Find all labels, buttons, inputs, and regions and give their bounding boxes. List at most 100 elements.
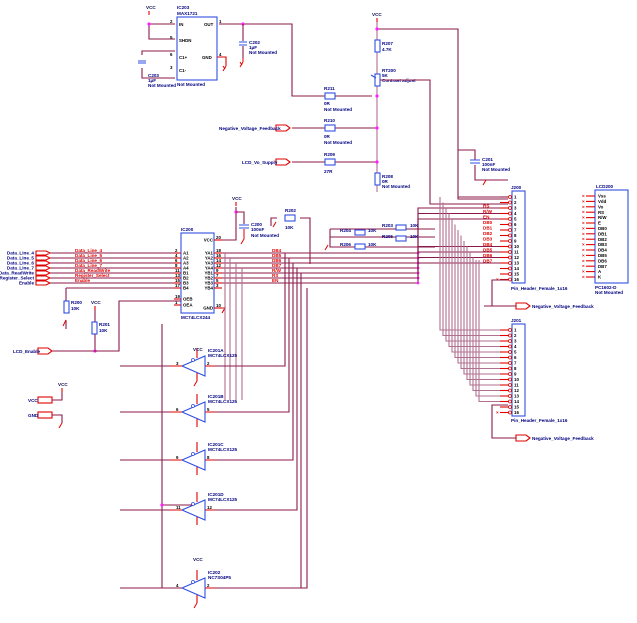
header-pin-number: 6 [514, 355, 517, 360]
header-pin-number: 15 [514, 272, 519, 277]
svg-text:GND: GND [202, 55, 212, 60]
header-pin-number: 4 [514, 344, 517, 349]
lcd-pin-name: DB1 [598, 231, 607, 236]
svg-text:×: × [582, 204, 585, 209]
svg-text:VCC: VCC [58, 382, 68, 387]
svg-text:R201: R201 [99, 322, 110, 327]
svg-text:9: 9 [216, 268, 219, 273]
input-port-4[interactable] [35, 265, 52, 271]
input-port-7[interactable] [35, 280, 52, 286]
lcd-vo-supply-port[interactable] [275, 158, 291, 166]
header-pin-number: 16 [514, 410, 519, 415]
svg-text:VCC: VCC [204, 238, 214, 243]
gnd-port[interactable] [37, 411, 53, 419]
svg-text:×: × [582, 215, 585, 220]
svg-text:R204: R204 [340, 228, 351, 233]
header-pin-number: 8 [514, 233, 517, 238]
svg-text:4: 4 [175, 253, 178, 258]
svg-text:Not Mounted: Not Mounted [249, 50, 277, 55]
svg-text:NC7S04P5: NC7S04P5 [208, 575, 231, 580]
svg-text:C1+: C1+ [179, 55, 188, 60]
output-net-label: DB6 [272, 258, 282, 263]
input-port-2[interactable] [35, 255, 52, 261]
svg-text:Pin_Header_Female_1x16: Pin_Header_Female_1x16 [511, 286, 568, 291]
svg-text:YA4: YA4 [205, 266, 214, 271]
r208-resistor [374, 172, 381, 186]
header-pin-number: 4 [514, 211, 517, 216]
negative-voltage-feedback-port[interactable] [275, 124, 291, 132]
svg-text:C203: C203 [148, 73, 159, 78]
svg-text:VCC: VCC [28, 398, 38, 403]
svg-text:LCD_Vo_Supply: LCD_Vo_Supply [242, 160, 278, 165]
svg-text:100nF: 100nF [251, 227, 264, 232]
input-port-label: Register_Select [0, 276, 34, 281]
svg-text:18: 18 [216, 248, 221, 253]
input-port-5[interactable] [35, 270, 52, 276]
svg-text:R209: R209 [324, 152, 335, 157]
input-net-label: Enable [75, 278, 91, 283]
input-net-label: Data_Line_7 [75, 263, 103, 268]
ic203-ref: IC203 [177, 5, 190, 10]
input-net-label: Data_ReadWrite [75, 268, 111, 273]
svg-text:C201: C201 [482, 157, 493, 162]
svg-text:14: 14 [216, 258, 221, 263]
svg-text:3: 3 [176, 361, 179, 366]
svg-text:20: 20 [216, 235, 221, 240]
r203-resistor [395, 224, 407, 231]
svg-text:10K: 10K [410, 234, 419, 239]
svg-text:27R: 27R [324, 169, 333, 174]
j201-body [511, 323, 526, 417]
negative-voltage-feedback-port-j201[interactable] [515, 434, 531, 442]
input-port-1[interactable] [35, 250, 52, 256]
output-net-label: DB7 [272, 263, 282, 268]
svg-text:R208: R208 [382, 174, 393, 179]
svg-text:×: × [582, 242, 585, 247]
svg-text:A3: A3 [183, 261, 189, 266]
header-pin-number: 15 [514, 405, 519, 410]
svg-text:A2: A2 [183, 256, 189, 261]
output-net-label: RS [272, 273, 278, 278]
svg-text:×: × [582, 210, 585, 215]
svg-text:×: × [582, 194, 585, 199]
svg-text:VCC: VCC [193, 347, 203, 352]
lcd-enable-port[interactable] [37, 347, 53, 355]
svg-text:OUT: OUT [204, 22, 214, 27]
header-pin-number: 7 [514, 361, 517, 366]
svg-text:IC202: IC202 [208, 570, 221, 575]
svg-text:8: 8 [175, 263, 178, 268]
header-net-label: RS [483, 204, 489, 209]
svg-text:R200: R200 [71, 300, 82, 305]
svg-text:Negative_Voltage_Feedback: Negative_Voltage_Feedback [532, 304, 594, 309]
svg-text:YA2: YA2 [205, 256, 214, 261]
header-pin-number: 1 [514, 195, 517, 200]
svg-text:PC1602-D: PC1602-D [595, 285, 617, 290]
r207-resistor [374, 39, 381, 53]
svg-text:B3: B3 [183, 281, 189, 286]
header-pin-number: 3 [514, 339, 517, 344]
input-port-6[interactable] [35, 275, 52, 281]
input-port-3[interactable] [35, 260, 52, 266]
svg-text:3: 3 [170, 65, 173, 70]
svg-text:3: 3 [216, 283, 219, 288]
negative-voltage-feedback-port-j200[interactable] [515, 302, 531, 310]
svg-text:VCC: VCC [193, 557, 203, 562]
header-pin-number: 3 [514, 206, 517, 211]
vcc-port[interactable] [37, 396, 53, 404]
pulldown-resistors: R204 10K R206 10K R203 10K R205 10K [324, 223, 435, 251]
j200-body [511, 190, 526, 284]
svg-text:YB4: YB4 [204, 286, 213, 291]
header-net-label: DB6 [483, 253, 493, 258]
svg-text:11: 11 [176, 505, 181, 510]
header-net-label: DB0 [483, 220, 493, 225]
header-pin-number: 10 [514, 244, 519, 249]
svg-text:Not Mounted: Not Mounted [251, 233, 279, 238]
svg-text:C1-: C1- [179, 68, 187, 73]
input-port-label: Data_ReadWrite [0, 271, 34, 276]
svg-text:9: 9 [176, 455, 179, 460]
svg-text:MC74LCX125: MC74LCX125 [208, 353, 238, 358]
svg-text:16: 16 [216, 253, 221, 258]
svg-text:LCD_Enable: LCD_Enable [13, 349, 41, 354]
